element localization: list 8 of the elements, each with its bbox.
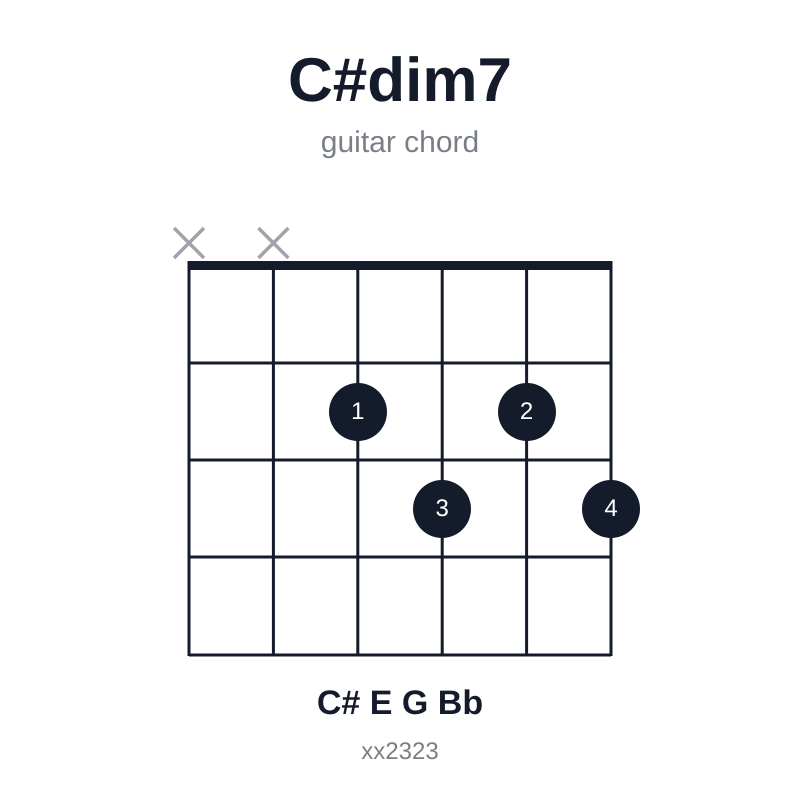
finger-dot: 2 bbox=[498, 382, 556, 440]
finger-dot: 1 bbox=[328, 382, 387, 440]
chord-fingering: xx2323 bbox=[360, 740, 440, 764]
chord-title: C#dim7 bbox=[287, 50, 513, 112]
chord-notes: C# E G Bb bbox=[316, 686, 484, 720]
chord-subtitle: guitar chord bbox=[320, 128, 480, 158]
finger-dot: 3 bbox=[413, 480, 472, 538]
finger-dot: 4 bbox=[582, 480, 640, 538]
